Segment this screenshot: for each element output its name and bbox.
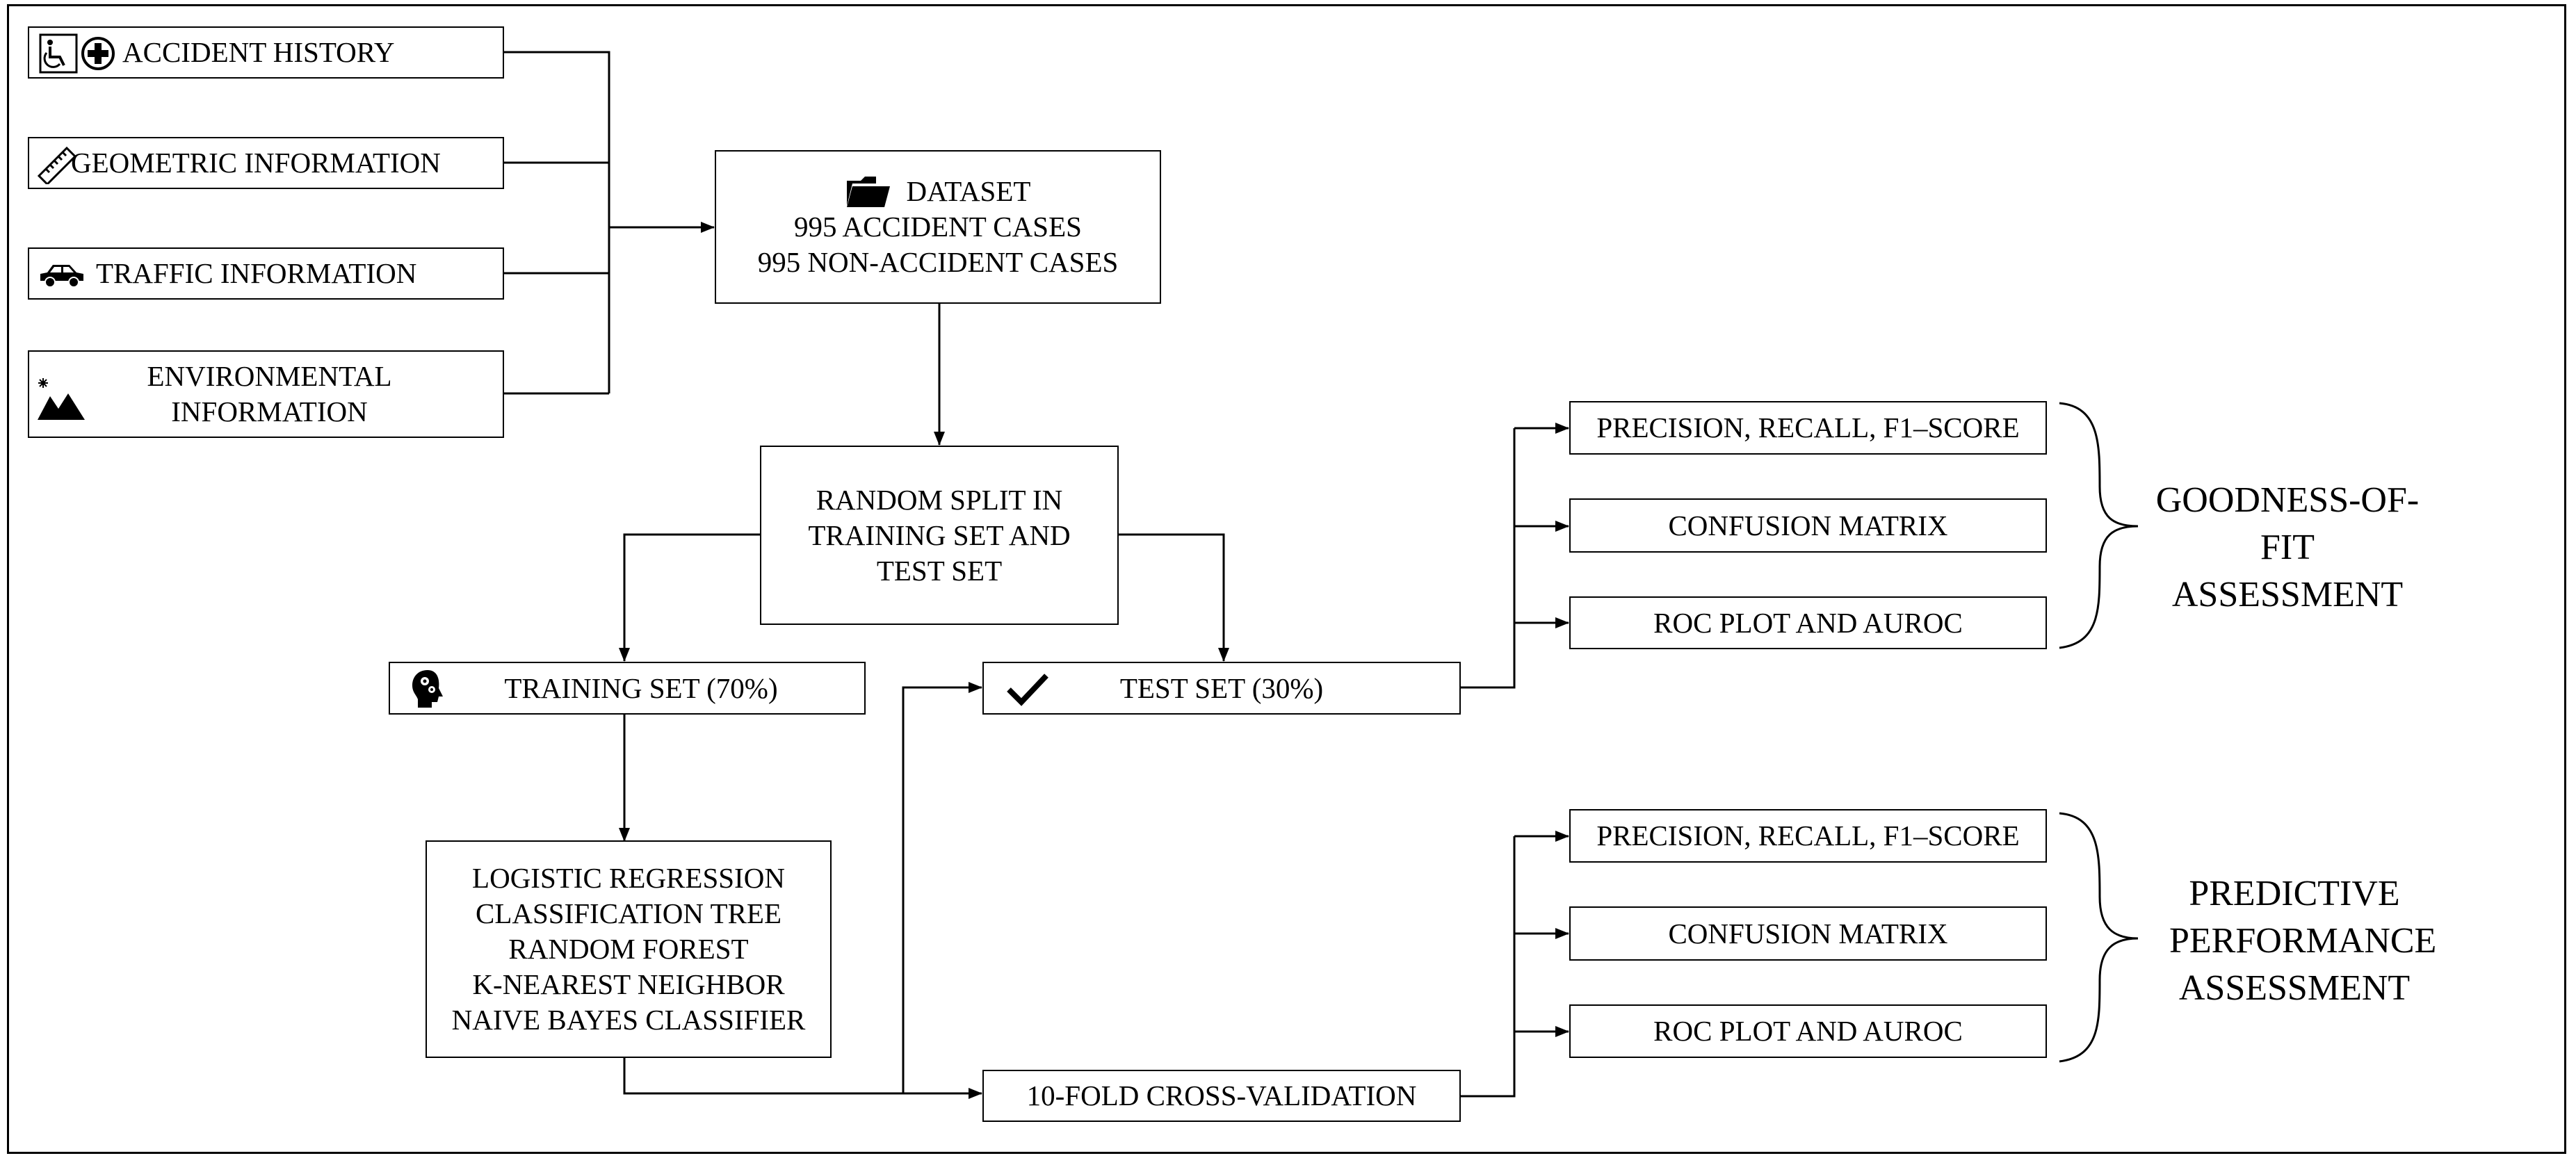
predictive-line3: ASSESSMENT: [2178, 968, 2411, 1008]
head-gears-icon: [412, 670, 443, 708]
input-accident-history: ACCIDENT HISTORY: [28, 26, 504, 79]
input-geometric-information-label: GEOMETRIC INFORMATION: [71, 147, 441, 179]
arrow-split-to-test: [1118, 533, 1229, 662]
bottom-metric-precision: PRECISION, RECALL, F1–SCORE: [1569, 809, 2047, 863]
metric-label: ROC PLOT AND AUROC: [1653, 1015, 1963, 1047]
predictive-line1: PREDICTIVE: [2189, 874, 2400, 913]
environmental-label-line1: ENVIRONMENTAL: [147, 360, 392, 392]
input-traffic-information: TRAFFIC INFORMATION: [28, 247, 504, 300]
split-line2: TRAINING SET AND: [808, 519, 1071, 551]
goodness-of-fit-label: GOODNESS-OF-FIT ASSESSMENT: [2141, 477, 2433, 619]
model-item: RANDOM FOREST: [508, 933, 749, 965]
bottom-metric-confusion: CONFUSION MATRIX: [1569, 906, 2047, 961]
training-set-label: TRAINING SET (70%): [504, 671, 778, 704]
models-box: LOGISTIC REGRESSION CLASSIFICATION TREE …: [426, 840, 832, 1058]
model-item: NAIVE BAYES CLASSIFIER: [451, 1004, 806, 1036]
wire-models-to-cv: [623, 1058, 903, 1095]
brace-goodness-of-fit: [2059, 402, 2139, 649]
dataset-title: DATASET: [906, 175, 1031, 207]
model-item: K-NEAREST NEIGHBOR: [472, 968, 785, 1000]
metric-label: ROC PLOT AND AUROC: [1653, 606, 1963, 639]
predictive-performance-label: PREDICTIVE PERFORMANCE ASSESSMENT: [2169, 870, 2437, 1012]
top-metric-roc: ROC PLOT AND AUROC: [1569, 596, 2047, 649]
medical-cross-icon: [81, 37, 115, 70]
input-accident-history-label: ACCIDENT HISTORY: [122, 36, 395, 68]
dataset-box: DATASET 995 ACCIDENT CASES 995 NON-ACCID…: [715, 150, 1161, 304]
metric-label: CONFUSION MATRIX: [1668, 509, 1948, 541]
wire-test-to-metrics: [1461, 428, 1516, 689]
arrow-split-to-training: [619, 533, 760, 662]
folder-icon: [846, 176, 890, 207]
car-icon: [40, 265, 83, 288]
top-metric-precision: PRECISION, RECALL, F1–SCORE: [1569, 401, 2047, 455]
split-line1: RANDOM SPLIT IN: [816, 483, 1063, 516]
wire-accident-history: [504, 51, 610, 393]
cross-validation-label: 10-FOLD CROSS-VALIDATION: [1026, 1080, 1417, 1111]
diagram-frame: [7, 4, 2566, 1154]
random-split-box: RANDOM SPLIT IN TRAINING SET AND TEST SE…: [760, 446, 1119, 625]
metric-label: CONFUSION MATRIX: [1668, 917, 1948, 950]
environmental-label-line2: INFORMATION: [171, 396, 368, 427]
test-set-label: TEST SET (30%): [1119, 671, 1324, 704]
bottom-metric-roc: ROC PLOT AND AUROC: [1569, 1004, 2047, 1058]
wire-cv-to-metrics: [1461, 836, 1516, 1098]
input-traffic-information-label: TRAFFIC INFORMATION: [96, 257, 417, 289]
model-item: LOGISTIC REGRESSION: [472, 862, 785, 894]
input-geometric-information: GEOMETRIC INFORMATION: [28, 137, 504, 189]
landscape-icon: [38, 378, 85, 420]
model-item: CLASSIFICATION TREE: [475, 897, 782, 929]
split-line3: TEST SET: [876, 554, 1003, 587]
arrow-to-test-set: [902, 682, 982, 1093]
goodness-line2: ASSESSMENT: [2171, 575, 2404, 614]
cross-validation-box: 10-FOLD CROSS-VALIDATION: [982, 1070, 1461, 1122]
test-set-box: TEST SET (30%): [982, 662, 1461, 715]
training-set-box: TRAINING SET (70%): [389, 662, 866, 715]
predictive-line2: PERFORMANCE: [2169, 921, 2437, 961]
metric-label: PRECISION, RECALL, F1–SCORE: [1596, 412, 2020, 443]
goodness-line1: GOODNESS-OF-FIT: [2155, 480, 2420, 567]
top-metric-confusion: CONFUSION MATRIX: [1569, 498, 2047, 553]
dataset-non-accident-cases: 995 NON-ACCIDENT CASES: [757, 246, 1119, 278]
checkmark-icon: [1007, 674, 1048, 706]
ruler-icon: [37, 146, 77, 184]
input-environmental-information: ENVIRONMENTAL INFORMATION: [28, 350, 504, 438]
brace-predictive: [2059, 812, 2139, 1063]
dataset-accident-cases: 995 ACCIDENT CASES: [794, 211, 1082, 243]
metric-label: PRECISION, RECALL, F1–SCORE: [1596, 820, 2020, 852]
wheelchair-icon: [39, 33, 78, 74]
